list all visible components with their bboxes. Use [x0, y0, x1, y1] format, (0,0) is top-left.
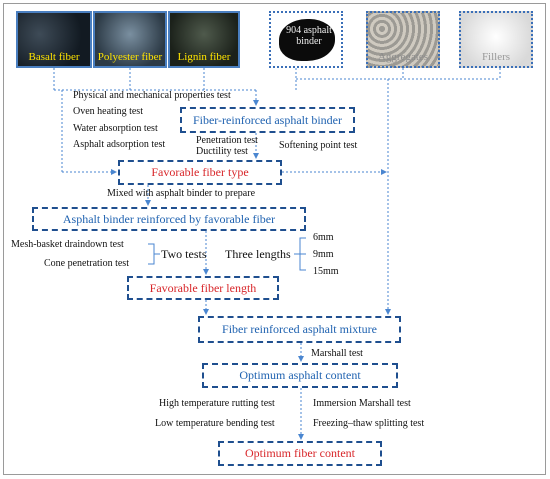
label-rutting-test: High temperature rutting test	[159, 398, 275, 409]
box-fiber-reinforced-mixture: Fiber reinforced asphalt mixture	[198, 316, 401, 343]
label-mesh-test: Mesh-basket draindown test	[11, 239, 124, 250]
box-favorable-fiber-type: Favorable fiber type	[118, 160, 282, 185]
caption-basalt-fiber: Basalt fiber	[28, 51, 80, 63]
diagram-frame	[3, 3, 546, 475]
photo-basalt-fiber: Basalt fiber	[16, 11, 92, 68]
label-immersion-test: Immersion Marshall test	[313, 398, 411, 409]
label-length-6mm: 6mm	[313, 232, 334, 243]
label-marshall-test: Marshall test	[311, 348, 363, 359]
box-reinforced-binder: Asphalt binder reinforced by favorable f…	[32, 207, 306, 231]
label-penetration-test: Penetration test	[196, 135, 258, 146]
label-water-test: Water absorption test	[73, 123, 158, 134]
label-freezing-test: Freezing–thaw splitting test	[313, 418, 425, 429]
label-adsorption-test: Asphalt adsorption test	[73, 139, 166, 150]
photo-aggregates: Aggregates	[366, 11, 440, 68]
asphalt-blob	[279, 19, 335, 61]
photo-fillers: Fillers	[459, 11, 533, 68]
caption-polyester-fiber: Polyester fiber	[97, 51, 163, 63]
label-length-9mm: 9mm	[313, 249, 334, 260]
photo-polyester-fiber: Polyester fiber	[93, 11, 167, 68]
label-bending-test: Low temperature bending test	[155, 418, 275, 429]
label-softening-test: Softening point test	[279, 140, 358, 151]
label-mixed: Mixed with asphalt binder to prepare	[107, 188, 256, 199]
photo-asphalt-binder: 904 asphalt binder	[269, 11, 343, 68]
caption-aggregates: Aggregates	[377, 51, 429, 63]
label-physical-test: Physical and mechanical properties test	[73, 90, 231, 101]
label-length-15mm: 15mm	[313, 266, 339, 277]
caption-fillers: Fillers	[481, 51, 511, 63]
box-fiber-reinforced-binder: Fiber-reinforced asphalt binder	[180, 107, 355, 133]
caption-asphalt-binder: 904 asphalt binder	[286, 25, 332, 47]
label-three-lengths: Three lengths	[225, 247, 291, 261]
label-two-tests: Two tests	[161, 247, 207, 261]
photo-lignin-fiber: Lignin fiber	[168, 11, 240, 68]
caption-lignin-fiber: Lignin fiber	[177, 51, 231, 63]
box-favorable-fiber-length: Favorable fiber length	[127, 276, 279, 300]
box-optimum-fiber-content: Optimum fiber content	[218, 441, 382, 466]
label-oven-test: Oven heating test	[73, 106, 143, 117]
box-optimum-asphalt-content: Optimum asphalt content	[202, 363, 398, 388]
label-cone-test: Cone penetration test	[44, 258, 129, 269]
label-ductility-test: Ductility test	[196, 146, 248, 157]
